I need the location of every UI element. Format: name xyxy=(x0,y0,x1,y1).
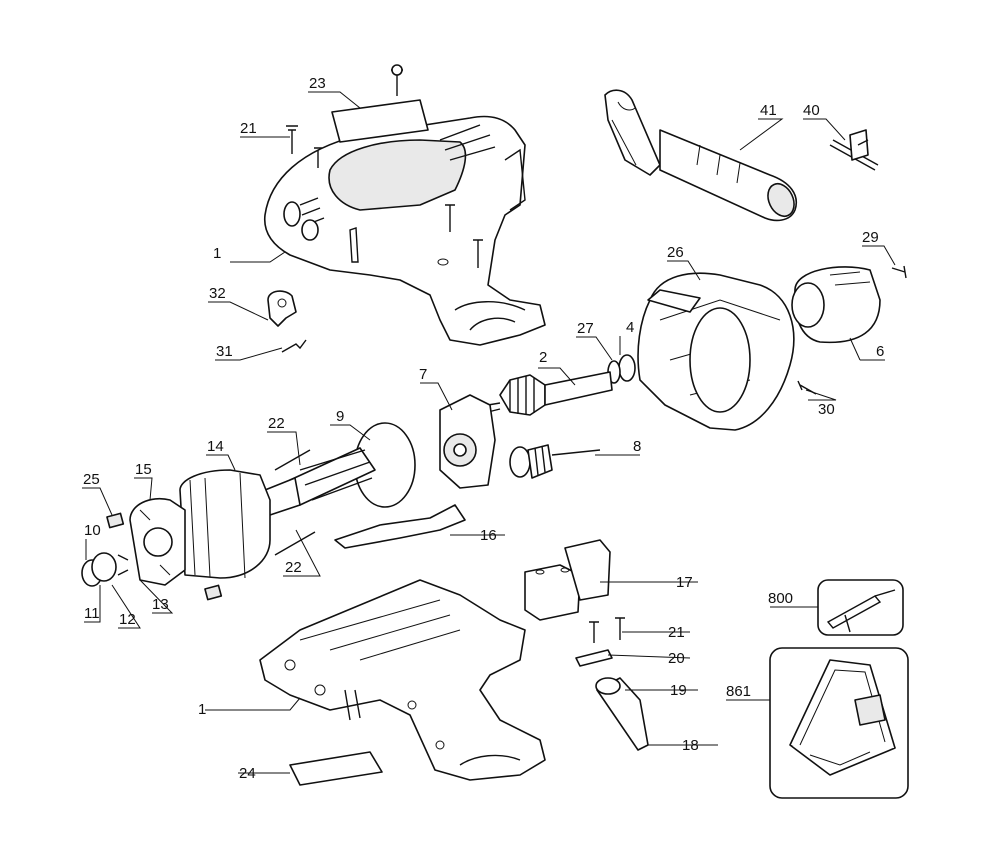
callout-32: 32 xyxy=(209,285,226,302)
intermediate-gear xyxy=(509,444,601,479)
armature xyxy=(254,422,416,516)
housing-bottom-half xyxy=(259,579,546,781)
callout-19: 19 xyxy=(670,682,687,699)
side-handle xyxy=(604,89,797,222)
nameplate-label xyxy=(289,751,383,786)
callout-23: 23 xyxy=(309,75,326,92)
switch-lever xyxy=(334,504,466,549)
callout-20: 20 xyxy=(668,650,685,667)
callout-25: 25 xyxy=(83,471,100,488)
callout-31: 31 xyxy=(216,343,233,360)
callout-13: 13 xyxy=(152,596,169,613)
callout-21-right: 21 xyxy=(668,624,685,641)
callout-9: 9 xyxy=(336,408,344,425)
switch-clip xyxy=(267,290,297,327)
trigger-switch xyxy=(524,539,611,621)
callout-6: 6 xyxy=(876,343,884,360)
carbon-brush-upper xyxy=(106,512,125,529)
screw-21-left xyxy=(589,621,599,643)
chuck-screw xyxy=(891,265,907,279)
screws-top xyxy=(286,64,483,268)
housing-top-half xyxy=(263,115,546,346)
callout-22-top: 22 xyxy=(268,415,285,432)
callout-15: 15 xyxy=(135,461,152,478)
callout-18: 18 xyxy=(682,737,699,754)
callout-17: 17 xyxy=(676,574,693,591)
callout-10: 10 xyxy=(84,522,101,539)
callout-40: 40 xyxy=(803,102,820,119)
label-plate xyxy=(331,99,429,143)
brush-holder xyxy=(129,498,186,586)
callout-4: 4 xyxy=(626,319,634,336)
callout-1-bottom: 1 xyxy=(198,701,206,718)
callout-1-top: 1 xyxy=(213,245,221,262)
callout-26: 26 xyxy=(667,244,684,261)
callout-861: 861 xyxy=(726,683,751,700)
rear-bearing xyxy=(81,552,129,587)
leader-lines xyxy=(82,91,896,774)
callout-labels: 1 1 2 4 6 7 8 9 10 11 12 13 14 15 16 17 … xyxy=(83,75,884,782)
callout-11: 11 xyxy=(84,605,100,622)
callout-800: 800 xyxy=(768,590,793,607)
callout-12: 12 xyxy=(119,611,136,628)
drill-chuck xyxy=(791,266,881,344)
screw-21-right xyxy=(615,617,625,640)
cord-protector xyxy=(595,677,649,751)
carbon-brush-lower xyxy=(204,584,223,601)
motor-field xyxy=(179,449,316,579)
callout-14: 14 xyxy=(207,438,224,455)
callout-27: 27 xyxy=(577,320,594,337)
callout-21-top: 21 xyxy=(240,120,257,137)
spring-pin xyxy=(281,339,307,353)
callout-7: 7 xyxy=(419,366,427,383)
chuck-key xyxy=(829,129,879,171)
washer xyxy=(618,354,636,382)
callout-41: 41 xyxy=(760,102,777,119)
bit-kit-box xyxy=(817,579,904,636)
gear-case xyxy=(637,272,795,431)
callout-8: 8 xyxy=(633,438,641,455)
callout-22-bottom: 22 xyxy=(285,559,302,576)
cord-clamp xyxy=(575,649,613,667)
callout-30: 30 xyxy=(818,401,835,418)
spindle-gear xyxy=(487,371,613,416)
carrying-case-box xyxy=(769,647,909,799)
gear-plate xyxy=(439,394,496,489)
callout-29: 29 xyxy=(862,229,879,246)
callout-24: 24 xyxy=(239,765,256,782)
callout-16: 16 xyxy=(480,527,497,544)
callout-2: 2 xyxy=(539,349,547,366)
